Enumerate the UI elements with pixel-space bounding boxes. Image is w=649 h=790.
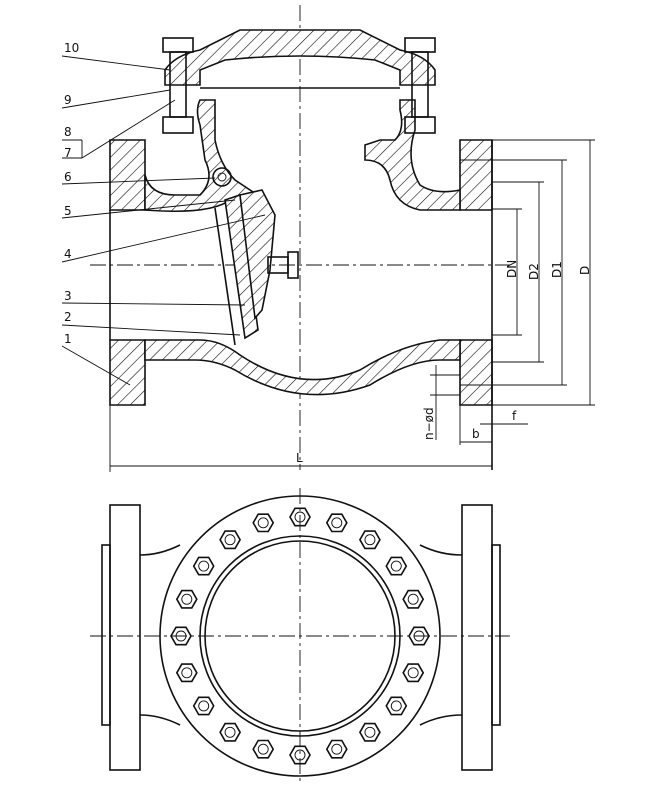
dim-d: D — [578, 266, 592, 275]
bolt-nut-icon — [289, 745, 311, 765]
part-label-2: 2 — [64, 310, 72, 324]
right-flange-top — [459, 139, 493, 211]
part-label-3: 3 — [64, 289, 72, 303]
bolt-shank — [407, 593, 419, 605]
right-flange — [461, 504, 493, 771]
bolt-shank — [390, 700, 402, 712]
left-flange — [109, 504, 141, 771]
hinge-pin — [212, 167, 232, 187]
bolt-nut-icon — [192, 556, 215, 576]
bolt-nut-icon — [358, 722, 381, 742]
bolt-nut-icon — [402, 663, 425, 683]
part-label-8: 8 — [64, 125, 72, 139]
bolt-shank — [224, 726, 236, 738]
dimension-lines — [109, 139, 595, 472]
bonnet-bolt-left — [162, 37, 194, 134]
dim-d1: D1 — [550, 261, 564, 278]
hinge-pin-center — [217, 172, 227, 182]
bolt-shank — [407, 667, 419, 679]
bolt-nut-icon — [325, 739, 348, 759]
bonnet-bolts — [170, 507, 430, 765]
right-flange-raised-face — [491, 544, 501, 726]
top-view — [90, 488, 510, 785]
body-left-wall — [144, 99, 266, 217]
bolt-nut-icon — [289, 507, 311, 527]
part-label-5: 5 — [64, 204, 72, 218]
bolt-shank — [257, 517, 269, 529]
bonnet — [164, 29, 436, 86]
bolt-nut-icon — [219, 530, 242, 550]
bolt-shank — [331, 743, 343, 755]
dim-d2: D2 — [527, 263, 541, 280]
bolt-shank — [198, 560, 210, 572]
part-callouts: 10 9 8 7 6 5 4 3 2 1 — [61, 41, 266, 386]
part-label-4: 4 — [64, 247, 72, 261]
bolt-shank — [390, 560, 402, 572]
dim-dn: DN — [505, 260, 519, 278]
dim-bolt-holes: n−ød — [422, 407, 436, 440]
seat-ring — [214, 207, 236, 346]
bonnet-bolt-right — [404, 37, 436, 134]
bolt-shank — [364, 726, 376, 738]
dim-l: L — [296, 451, 303, 465]
bolt-nut-icon — [252, 739, 275, 759]
right-flange-bottom — [459, 339, 493, 406]
bolt-nut-icon — [175, 663, 198, 683]
section-view: 10 9 8 7 6 5 4 3 2 1 — [61, 5, 595, 472]
bolt-shank — [331, 517, 343, 529]
bolt-nut-icon — [358, 530, 381, 550]
body-outline — [139, 544, 463, 726]
bolt-shank — [364, 534, 376, 546]
bolt-shank — [181, 667, 193, 679]
bolt-nut-icon — [385, 696, 408, 716]
disc-nut-head — [287, 251, 299, 279]
disc-arm — [239, 189, 276, 320]
bolt-shank — [224, 534, 236, 546]
bolt-shank — [257, 743, 269, 755]
bolt-shank — [181, 593, 193, 605]
part-label-10: 10 — [64, 41, 79, 55]
bolt-nut-icon — [402, 589, 425, 609]
part-label-1: 1 — [64, 332, 72, 346]
bolt-nut-icon — [192, 696, 215, 716]
bolt-shank — [198, 700, 210, 712]
dim-f: f — [512, 409, 517, 423]
left-flange-raised-face — [101, 544, 111, 726]
bolt-nut-icon — [219, 722, 242, 742]
part-label-7: 7 — [64, 146, 72, 160]
disc — [224, 193, 259, 340]
dim-b: b — [472, 427, 480, 441]
bolt-nut-icon — [385, 556, 408, 576]
bolt-nut-icon — [175, 589, 198, 609]
bolt-nut-icon — [252, 513, 275, 533]
part-label-9: 9 — [64, 93, 72, 107]
body-right-wall — [364, 99, 461, 211]
left-flange-top — [109, 139, 146, 211]
bolt-nut-icon — [325, 513, 348, 533]
part-label-6: 6 — [64, 170, 72, 184]
body-bottom-wall — [144, 339, 461, 396]
left-flange-bottom — [109, 339, 146, 406]
